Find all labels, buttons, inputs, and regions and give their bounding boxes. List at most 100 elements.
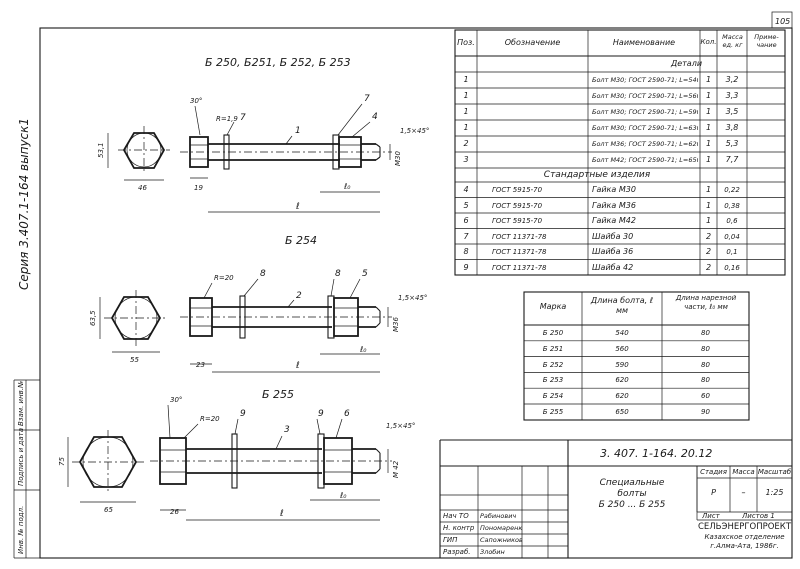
length-header-mark: Марка — [539, 302, 567, 311]
spec-row-designation: ГОСТ 5915-70 — [492, 201, 543, 210]
position-label: 9 — [318, 409, 324, 419]
length-row-mark: Б 250 — [542, 329, 564, 337]
dim-label: ℓ — [295, 361, 300, 371]
position-label: 7 — [240, 113, 246, 123]
spec-row-mass: 0,22 — [724, 186, 740, 194]
spec-row-qty: 1 — [705, 107, 712, 116]
spec-row-pos: 6 — [463, 216, 469, 225]
spec-row-mass: 3,8 — [725, 123, 739, 132]
title-block — [439, 439, 792, 558]
spec-row-mass: 0,16 — [724, 263, 740, 272]
spec-row-qty: 1 — [705, 139, 712, 148]
length-row-thread: 80 — [701, 329, 710, 337]
spec-row-pos: 1 — [463, 91, 469, 100]
position-label: 6 — [344, 409, 350, 419]
spec-row-mass: 3,5 — [725, 107, 739, 116]
dim-label: 75 — [58, 457, 66, 466]
chamfer-label: 1,5×45° — [386, 422, 415, 430]
spec-row-pos: 5 — [463, 200, 469, 210]
dim-label: 65 — [104, 506, 113, 514]
spec-row-mass: 0,04 — [724, 232, 740, 241]
length-table — [523, 291, 750, 421]
angle-label: 30° — [170, 396, 182, 404]
spec-row-mass: 3,2 — [725, 75, 739, 84]
spec-row-name: Шайба 42 — [592, 262, 634, 272]
spec-row-designation: ГОСТ 5915-70 — [492, 186, 543, 194]
radius-label: R=20 — [214, 274, 234, 282]
signature-name: Сапожников — [480, 536, 522, 544]
length-row-thread: 80 — [701, 344, 710, 353]
dim-label: 26 — [170, 508, 179, 516]
spec-row-qty: 2 — [705, 231, 712, 241]
spec-row-qty: 1 — [705, 75, 712, 84]
spec-row-qty: 1 — [705, 155, 712, 164]
left-strip-item: Подпись и дата — [17, 428, 25, 486]
mass-value: – — [741, 488, 746, 497]
length-row-thread: 80 — [701, 376, 710, 385]
page-number: 105 — [775, 17, 790, 26]
length-row-length: 650 — [615, 408, 629, 416]
thread-label: M 42 — [392, 460, 400, 478]
spec-section-standard: Стандартные изделия — [543, 170, 651, 180]
specification-table — [454, 29, 786, 276]
spec-row-mass: 0,6 — [726, 217, 738, 225]
spec-header-name: Наименование — [612, 38, 676, 47]
org-branch: Казахское отделение — [704, 533, 785, 541]
dim-label: ℓ₀ — [339, 491, 347, 500]
signature-name: Злобин — [480, 548, 505, 556]
drawing-title: Б 250, Б251, Б 252, Б 253 — [205, 56, 351, 69]
spec-row-name: Болт М30; ГОСТ 2590-71; L=560 — [592, 92, 698, 100]
signature-name: Рабинович — [480, 512, 517, 520]
drawing-title: Б 255 — [262, 388, 294, 401]
length-header-length: Длина болта, ℓ мм — [590, 296, 654, 315]
bolt-drawing-b250-b253: Б 250, Б251, Б 252, Б 253 53,1 46 M30 30… — [97, 56, 429, 213]
thread-label: M36 — [392, 317, 400, 332]
length-row-length: 620 — [615, 392, 629, 401]
sheet-label: Лист — [702, 512, 720, 520]
length-row-mark: Б 252 — [542, 360, 564, 369]
spec-row-name: Гайка М36 — [592, 200, 636, 210]
chamfer-label: 1,5×45° — [400, 127, 429, 135]
dim-label: 55 — [130, 356, 139, 364]
spec-row-name: Гайка М42 — [592, 216, 636, 225]
length-header-thread: Длина нарезной части, ℓ₀ мм — [675, 294, 737, 311]
left-strip-item: Взам. инв.№ — [17, 381, 25, 426]
spec-row-qty: 1 — [705, 216, 712, 225]
dim-label: 23 — [196, 361, 205, 369]
spec-header-note: Приме-чание — [754, 33, 779, 49]
spec-row-name: Болт М36; ГОСТ 2590-71; L=620 — [592, 140, 698, 148]
scale-value: 1:25 — [765, 488, 784, 497]
dim-label: 19 — [194, 184, 203, 192]
chamfer-label: 1,5×45° — [398, 294, 427, 302]
spec-row-name: Шайба 30 — [592, 231, 634, 241]
spec-row-pos: 4 — [463, 185, 469, 194]
spec-row-designation: ГОСТ 11371-78 — [492, 248, 547, 256]
length-row-length: 540 — [615, 329, 629, 337]
spec-row-designation: ГОСТ 11371-78 — [492, 263, 547, 272]
org-city-year: г.Алма-Ата, 1986г. — [710, 542, 779, 550]
spec-row-designation: ГОСТ 11371-78 — [492, 232, 547, 241]
radius-label: R=1,9 — [216, 115, 238, 123]
stage-value: Р — [711, 488, 716, 497]
signature-role: Нач ТО — [443, 512, 469, 520]
position-label: 3 — [284, 425, 290, 435]
spec-row-name: Болт М42; ГОСТ 2590-71; L=650 — [592, 156, 698, 164]
spec-row-qty: 2 — [705, 262, 712, 272]
length-row-length: 620 — [615, 376, 629, 385]
spec-row-mass: 0,38 — [724, 201, 740, 210]
thread-label: M30 — [394, 151, 402, 166]
length-row-mark: Б 253 — [542, 376, 564, 385]
page-number-box — [771, 11, 793, 29]
length-row-thread: 90 — [701, 408, 710, 416]
spec-row-pos: 8 — [463, 247, 469, 256]
spec-row-qty: 1 — [705, 185, 712, 194]
spec-row-qty: 2 — [705, 247, 712, 256]
spec-row-mass: 5,3 — [725, 139, 739, 148]
spec-row-qty: 1 — [705, 123, 712, 132]
org-name: СЕЛЬЭНЕРГОПРОЕКТ — [697, 522, 792, 532]
spec-header-designation: Обозначение — [504, 38, 561, 47]
sheet-frame — [39, 27, 793, 559]
scale-header: Масштаб — [757, 468, 792, 476]
